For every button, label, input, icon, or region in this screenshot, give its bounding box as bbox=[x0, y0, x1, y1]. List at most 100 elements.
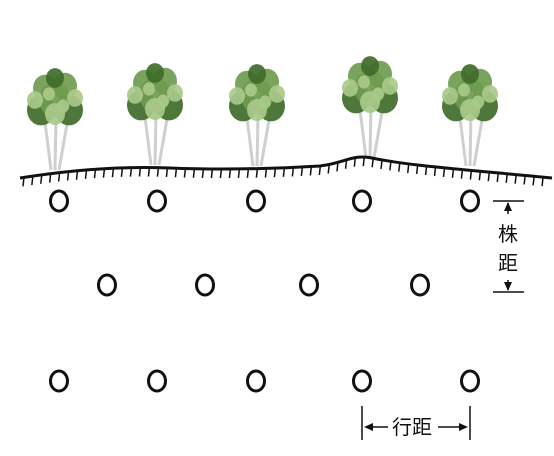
ground-tick bbox=[291, 167, 295, 177]
planting-hole bbox=[147, 189, 167, 213]
ground-tick bbox=[129, 167, 133, 177]
planting-hole bbox=[410, 273, 430, 297]
tree-trunk bbox=[472, 119, 484, 167]
ground-tick bbox=[336, 162, 339, 172]
ground-tick bbox=[478, 171, 482, 181]
planting-hole bbox=[246, 189, 266, 213]
tree-trunk bbox=[458, 117, 468, 167]
tree-foliage bbox=[442, 87, 458, 105]
ground-tick bbox=[210, 168, 214, 179]
ground-tick bbox=[255, 168, 259, 178]
arrow-left-icon bbox=[364, 423, 373, 431]
tree-foliage bbox=[127, 86, 143, 104]
ground-tick bbox=[84, 169, 88, 179]
planting-holes bbox=[49, 189, 480, 393]
ground-tick bbox=[102, 168, 106, 178]
tree-foliage bbox=[248, 64, 266, 84]
tree-foliage bbox=[382, 77, 398, 95]
ground-tick bbox=[237, 168, 241, 179]
tree-foliage bbox=[461, 64, 479, 84]
ground-tick bbox=[514, 174, 517, 184]
ground-tick bbox=[111, 168, 115, 178]
ground-tick bbox=[48, 173, 52, 183]
ground-tick bbox=[183, 168, 187, 178]
ground-tick bbox=[487, 172, 491, 182]
ground-tick bbox=[282, 167, 286, 177]
planting-hole bbox=[299, 273, 319, 297]
ground-tick bbox=[219, 168, 223, 179]
ground-tick bbox=[371, 158, 374, 168]
shrub-tree bbox=[229, 64, 285, 167]
tree-foliage bbox=[259, 95, 271, 109]
arrow-up-icon bbox=[504, 202, 512, 211]
plant-spacing-dimension: 株 距 bbox=[493, 200, 524, 293]
planting-hole bbox=[49, 189, 69, 213]
tree-trunk bbox=[259, 119, 271, 167]
ground-tick bbox=[66, 171, 70, 181]
ground-tick bbox=[22, 177, 25, 187]
ground-tick bbox=[505, 173, 508, 183]
ground-tick bbox=[541, 177, 544, 187]
tree-foliage bbox=[269, 85, 285, 103]
ground-tick bbox=[433, 166, 437, 177]
planting-hole bbox=[460, 369, 480, 393]
tree-foliage bbox=[27, 91, 43, 109]
tree-foliage bbox=[458, 83, 470, 97]
tree-foliage bbox=[358, 75, 370, 89]
ground-tick bbox=[93, 169, 97, 179]
tree-trunk bbox=[372, 111, 384, 159]
tree-foliage bbox=[342, 79, 358, 97]
ground-tick bbox=[57, 172, 61, 182]
ground-tick bbox=[353, 157, 357, 167]
ground-tick bbox=[31, 175, 34, 186]
ground-tick bbox=[344, 159, 348, 169]
tree-foliage bbox=[472, 95, 484, 109]
ground-tick bbox=[264, 168, 268, 178]
ground-tick bbox=[120, 167, 124, 177]
tree-foliage bbox=[157, 94, 169, 108]
ground-tick bbox=[192, 168, 196, 178]
shrub-tree bbox=[27, 68, 83, 171]
ground-tick bbox=[460, 169, 464, 179]
planting-hole bbox=[352, 369, 372, 393]
ground-tick bbox=[415, 164, 419, 175]
ground-tick bbox=[523, 175, 526, 185]
tree-trunk bbox=[245, 117, 255, 167]
ground-tick bbox=[75, 170, 79, 180]
ground-tick bbox=[174, 168, 178, 178]
ground-tick bbox=[318, 165, 322, 176]
shrub-tree bbox=[127, 63, 183, 166]
ground-tick bbox=[40, 174, 43, 184]
row-spacing-dimension: 行距 bbox=[361, 406, 471, 440]
tree-foliage bbox=[482, 85, 498, 103]
ground-ticks bbox=[22, 156, 544, 187]
ground-tick bbox=[389, 161, 392, 171]
ground-tick bbox=[451, 168, 455, 178]
ground-tick bbox=[532, 176, 535, 186]
ground-tick bbox=[156, 167, 160, 177]
tree-trunk bbox=[157, 118, 169, 166]
ground-tick bbox=[496, 172, 500, 183]
ground-tick bbox=[300, 166, 304, 177]
ground-tick bbox=[406, 163, 410, 173]
planting-hole bbox=[352, 189, 372, 213]
arrow-down-icon bbox=[504, 282, 512, 291]
ground-tick bbox=[228, 168, 232, 179]
tree-foliage bbox=[361, 56, 379, 76]
ground-tick bbox=[201, 168, 205, 178]
plant-spacing-label-2: 距 bbox=[498, 251, 518, 275]
tree-trunk bbox=[468, 113, 473, 167]
planting-hole bbox=[97, 273, 117, 297]
ground-tick bbox=[273, 168, 277, 178]
tree-foliage bbox=[43, 87, 55, 101]
shrub-tree bbox=[442, 64, 498, 167]
row-spacing-label: 行距 bbox=[392, 415, 432, 439]
ground-tick bbox=[327, 164, 330, 174]
ground-tick bbox=[380, 159, 383, 170]
ground-tick bbox=[442, 167, 446, 177]
ground-tick bbox=[424, 165, 428, 176]
tree-foliage bbox=[372, 87, 384, 101]
tree-trunk bbox=[143, 116, 153, 166]
tree-trunk bbox=[368, 105, 373, 159]
